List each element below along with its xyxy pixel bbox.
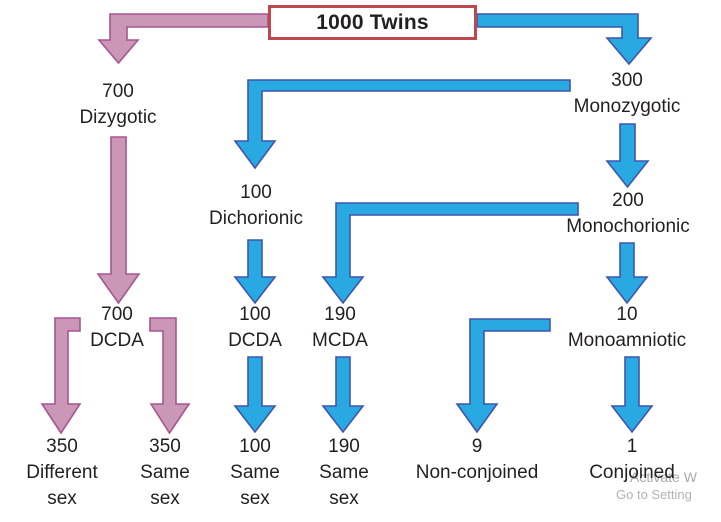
arrow-dcda-to-different-sex-icon xyxy=(40,317,82,435)
node-label: Same xyxy=(319,462,369,483)
node-label: DCDA xyxy=(90,330,144,351)
node-count: 350 xyxy=(149,436,181,457)
node-count: 300 xyxy=(611,70,643,91)
arrow-dcda-to-same-sex-icon xyxy=(149,317,191,435)
node-non-conjoined-9: 9 Non-conjoined xyxy=(416,434,539,486)
node-label: Dichorionic xyxy=(209,208,303,229)
arrow-monoamniotic-to-conjoined-icon xyxy=(610,356,654,434)
node-label: sex xyxy=(240,488,270,509)
node-monoamniotic: 10 Monoamniotic xyxy=(568,302,686,354)
node-count: 100 xyxy=(239,304,271,325)
node-count: 700 xyxy=(101,304,133,325)
node-monozygotic: 300 Monozygotic xyxy=(574,68,681,120)
go-to-settings-watermark: Go to Setting xyxy=(616,487,692,502)
arrow-monochorionic-to-monoamniotic-icon xyxy=(605,242,649,305)
node-same-sex-190: 190 Same sex xyxy=(319,434,369,512)
node-label: sex xyxy=(329,488,359,509)
node-monochorionic: 200 Monochorionic xyxy=(566,188,690,240)
arrow-mcda-to-same-sex-icon xyxy=(321,356,365,434)
node-label: Monoamniotic xyxy=(567,330,687,351)
arrow-dizygotic-to-dcda-icon xyxy=(96,136,141,305)
node-count: 9 xyxy=(471,436,483,457)
arrow-root-to-dizygotic-icon xyxy=(97,13,269,65)
node-count: 350 xyxy=(46,436,78,457)
arrow-monozygotic-to-dichorionic-icon xyxy=(233,79,571,170)
arrow-dichorionic-to-dcda-100-icon xyxy=(233,239,277,305)
root-node-1000-twins: 1000 Twins xyxy=(268,5,477,40)
node-same-sex-350: 350 Same sex xyxy=(140,434,190,512)
node-count: 100 xyxy=(240,182,272,203)
node-mcda-190: 190 MCDA xyxy=(312,302,368,354)
node-label: Dizygotic xyxy=(79,107,157,128)
node-label: Monochorionic xyxy=(566,216,690,237)
node-conjoined-1: 1 Conjoined xyxy=(589,434,675,486)
node-label: DCDA xyxy=(228,330,282,351)
node-dcda-100: 100 DCDA xyxy=(228,302,282,354)
node-count: 700 xyxy=(102,81,134,102)
node-count: 10 xyxy=(616,304,638,325)
node-count: 1 xyxy=(626,436,638,457)
node-dichorionic: 100 Dichorionic xyxy=(209,180,303,232)
root-node-label: 1000 Twins xyxy=(316,10,429,34)
node-label: Same xyxy=(140,462,190,483)
activate-windows-watermark: Activate W xyxy=(630,469,697,485)
node-label: Monozygotic xyxy=(573,96,681,117)
node-different-sex-350: 350 Different sex xyxy=(26,434,97,512)
node-same-sex-100: 100 Same sex xyxy=(230,434,280,512)
node-label: Same xyxy=(230,462,280,483)
node-label: sex xyxy=(150,488,180,509)
node-label: Non-conjoined xyxy=(415,462,539,483)
node-label: Different xyxy=(26,462,98,483)
node-dizygotic: 700 Dizygotic xyxy=(79,79,156,131)
arrow-root-to-monozygotic-icon xyxy=(476,13,653,66)
node-count: 100 xyxy=(239,436,271,457)
arrow-monochorionic-to-mcda-icon xyxy=(321,202,579,305)
node-label: MCDA xyxy=(312,330,368,351)
node-label: Conjoined xyxy=(589,462,675,483)
node-dcda-700: 700 DCDA xyxy=(90,302,144,354)
arrow-monoamniotic-to-non-conjoined-icon xyxy=(455,318,551,434)
arrow-dcda-100-to-same-sex-icon xyxy=(233,356,277,434)
arrow-monozygotic-to-monochorionic-icon xyxy=(605,123,650,189)
node-label: sex xyxy=(47,488,77,509)
node-count: 190 xyxy=(324,304,356,325)
node-count: 190 xyxy=(328,436,360,457)
node-count: 200 xyxy=(612,190,644,211)
